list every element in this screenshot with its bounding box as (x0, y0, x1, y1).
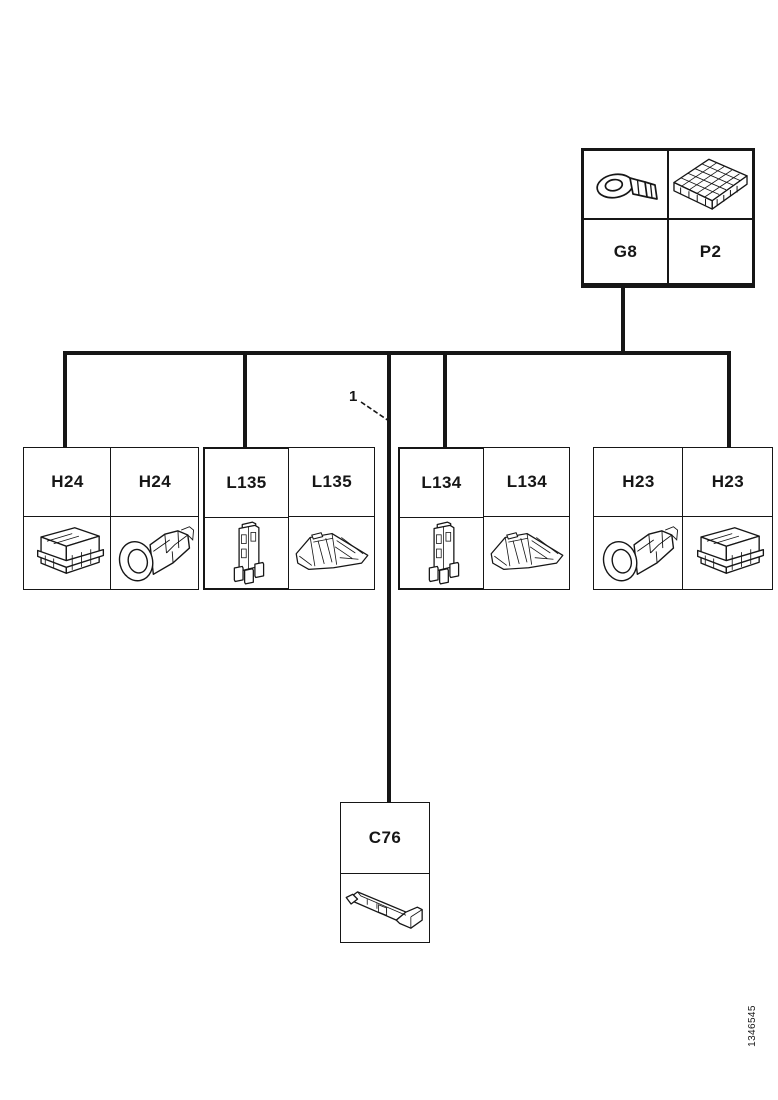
bulb-socket-icon (602, 526, 678, 582)
part-label: L134 (421, 473, 462, 492)
part-label: C76 (368, 828, 402, 847)
bulb-socket-icon (118, 526, 194, 582)
part-image-cell (583, 150, 668, 219)
connector-housing-icon (696, 527, 764, 574)
part-group-h23: H23 H23 (593, 447, 774, 590)
parts-box-g8-p2: G8 P2 (581, 148, 755, 288)
callout-leader-line (360, 401, 390, 422)
part-group-l135: L135 (203, 447, 376, 590)
lamp-unit-icon (295, 532, 369, 570)
part-cell: L135 (203, 447, 290, 590)
part-label-cell: G8 (583, 219, 668, 284)
part-label: H23 (622, 472, 655, 491)
part-label: L134 (506, 472, 548, 491)
part-label: L135 (311, 472, 353, 491)
part-cell: H24 (23, 447, 112, 590)
part-label: P2 (699, 241, 722, 261)
pin-connector-block-icon (673, 158, 748, 210)
part-cell: H24 (110, 447, 200, 590)
lamp-unit-icon (490, 532, 564, 570)
terminal-stack-icon (428, 521, 459, 585)
trunk-line-c76 (387, 351, 391, 802)
part-label: H24 (51, 472, 84, 491)
part-label: G8 (613, 241, 638, 261)
part-cell: H23 (682, 447, 774, 590)
part-cell: L134 (483, 447, 571, 590)
drop-line-h24 (63, 351, 67, 447)
stub-line-top-box (621, 286, 625, 355)
connector-housing-icon (36, 527, 104, 574)
part-label: H23 (711, 472, 745, 491)
drop-line-h23 (727, 351, 731, 447)
part-cell: H23 (593, 447, 684, 590)
drawing-number: 1346545 (747, 1005, 758, 1047)
part-cell: L135 (288, 447, 376, 590)
parts-box-c76: C76 (340, 802, 430, 943)
drop-line-l134 (443, 351, 447, 447)
part-group-h24: H24 H24 (23, 447, 200, 590)
clip-bracket-icon (345, 891, 423, 929)
harness-callout-number: 1 (349, 388, 358, 405)
part-group-l134: L134 (398, 447, 571, 590)
part-label-cell: P2 (668, 219, 753, 284)
drop-line-l135 (243, 351, 247, 447)
part-label: H24 (138, 472, 172, 491)
part-label: L135 (226, 473, 267, 492)
part-cell: L134 (398, 447, 485, 590)
part-image-cell (668, 150, 753, 219)
bus-line (63, 351, 731, 355)
ring-terminal-icon (595, 172, 658, 200)
terminal-stack-icon (233, 521, 264, 585)
